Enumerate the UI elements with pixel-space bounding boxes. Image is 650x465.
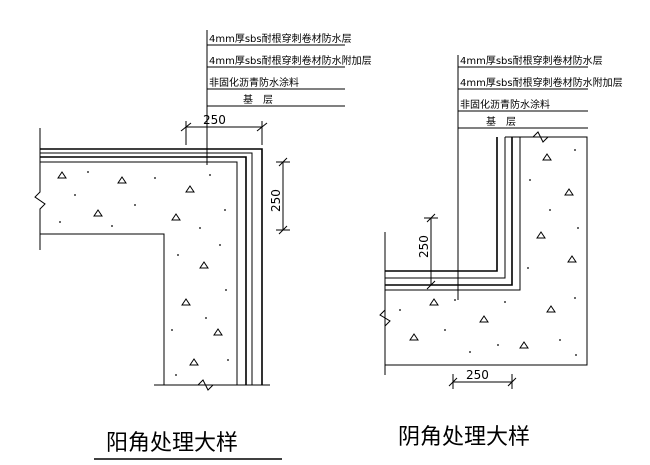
internal-corner-layer-2: 4mm厚sbs耐根穿刺卷材防水附加层 bbox=[460, 76, 623, 89]
internal-corner-concrete-hatch bbox=[399, 149, 579, 356]
internal-corner-concrete-outline bbox=[384, 136, 588, 366]
internal-corner-dim-horizontal: 250 bbox=[448, 368, 517, 389]
external-corner-left-break-line bbox=[34, 128, 46, 250]
external-corner-concrete-outline bbox=[40, 161, 238, 386]
external-corner-dim-horizontal: 250 bbox=[180, 113, 268, 145]
external-corner-layer-2: 4mm厚sbs耐根穿刺卷材防水附加层 bbox=[209, 54, 372, 67]
internal-corner-membrane-middle bbox=[385, 137, 506, 279]
external-corner-layer-leader: 4mm厚sbs耐根穿刺卷材防水层 4mm厚sbs耐根穿刺卷材防水附加层 非固化沥… bbox=[206, 30, 372, 165]
external-corner-membrane-outer bbox=[40, 148, 263, 385]
external-corner-dim-vertical: 250 bbox=[269, 157, 290, 235]
external-corner-dim-horizontal-label: 250 bbox=[203, 113, 226, 127]
external-corner-title: 阳角处理大样 bbox=[106, 431, 238, 456]
internal-corner-title: 阴角处理大样 bbox=[398, 425, 530, 450]
internal-corner-layer-4: 基 层 bbox=[486, 115, 516, 128]
external-corner-bottom-break-line bbox=[154, 379, 270, 391]
external-corner-concrete-hatch bbox=[57, 171, 229, 376]
internal-corner-dim-vertical: 250 bbox=[417, 213, 438, 290]
external-corner-membrane-inner bbox=[40, 156, 247, 385]
external-corner-layer-1: 4mm厚sbs耐根穿刺卷材防水层 bbox=[209, 32, 352, 45]
external-corner-dim-vertical-label: 250 bbox=[269, 189, 283, 212]
internal-corner-top-break-line bbox=[505, 131, 587, 143]
internal-corner-layer-1: 4mm厚sbs耐根穿刺卷材防水层 bbox=[460, 54, 603, 67]
external-corner-detail: 250 250 4mm厚sbs耐根穿刺卷材防水层 4mm厚sbs耐根穿刺卷材防水… bbox=[34, 30, 372, 460]
internal-corner-membrane-inner bbox=[385, 137, 513, 286]
internal-corner-dim-horizontal-label: 250 bbox=[466, 368, 489, 382]
internal-corner-layer-leader: 4mm厚sbs耐根穿刺卷材防水层 4mm厚sbs耐根穿刺卷材防水附加层 非固化沥… bbox=[457, 54, 623, 300]
internal-corner-detail: 250 250 4mm厚sbs耐根穿刺卷材防水层 4mm厚sbs耐根穿刺卷材防水… bbox=[379, 54, 623, 450]
external-corner-membrane-middle bbox=[40, 152, 253, 385]
external-corner-layer-3: 非固化沥青防水涂料 bbox=[209, 76, 299, 89]
internal-corner-membrane-outer bbox=[385, 137, 498, 272]
external-corner-layer-4: 基 层 bbox=[243, 93, 273, 106]
internal-corner-left-break-line bbox=[379, 232, 391, 375]
internal-corner-dim-vertical-label: 250 bbox=[417, 235, 431, 258]
internal-corner-layer-3: 非固化沥青防水涂料 bbox=[460, 98, 550, 111]
